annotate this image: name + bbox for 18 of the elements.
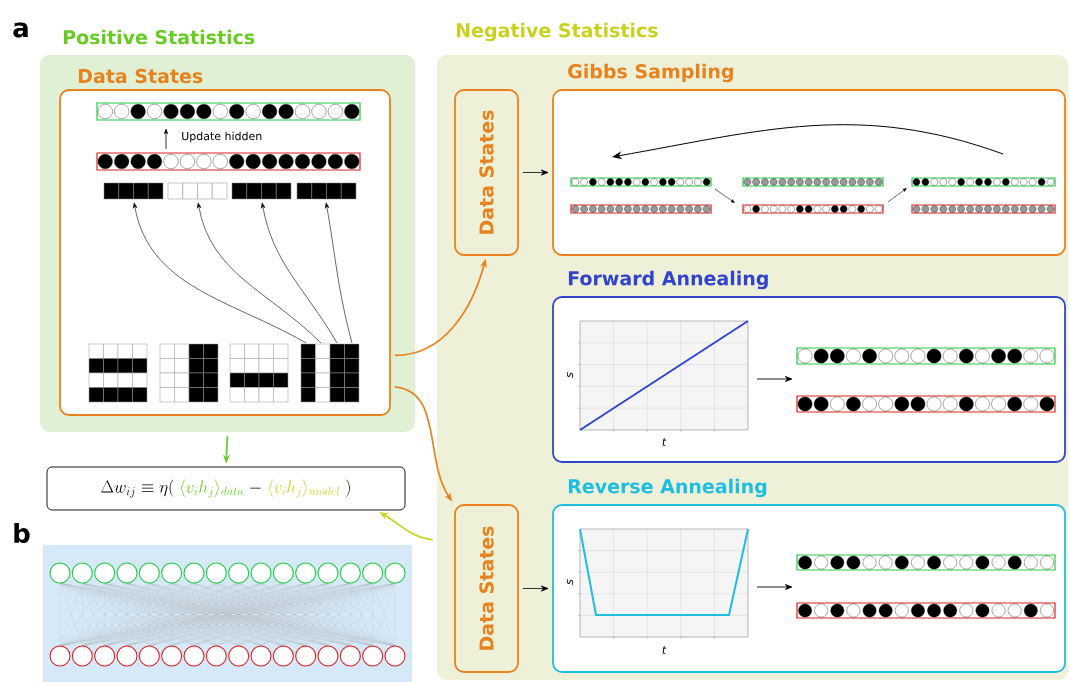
box-title: Forward Annealing <box>568 270 768 290</box>
annotation-text: Update hidden <box>182 131 262 143</box>
arrow <box>522 169 549 176</box>
panel-letter: a <box>13 22 28 38</box>
formula-box: $\Delta w_{ij} \equiv \eta($ $\langle v_i h_j \rangle_{data}$ $-$ $\langle v_i h_j \rangle_{model}$ $)$ <box>46 466 406 511</box>
panel-letter: b <box>14 522 30 544</box>
arrow <box>522 585 549 592</box>
process-box: Data States <box>454 89 519 256</box>
box-title: Reverse Annealing <box>568 478 767 498</box>
box-title: Data States <box>78 68 203 84</box>
axis-label: s <box>566 372 574 378</box>
box-title: Gibbs Sampling <box>568 63 733 83</box>
axis-label: t <box>662 438 667 446</box>
panel-title: Negative Statistics <box>456 22 658 42</box>
panel-title: Positive Statistics <box>63 29 255 45</box>
axis-label: t <box>662 646 667 654</box>
process-box: Data States <box>454 504 519 673</box>
axis-label: s <box>566 579 574 585</box>
